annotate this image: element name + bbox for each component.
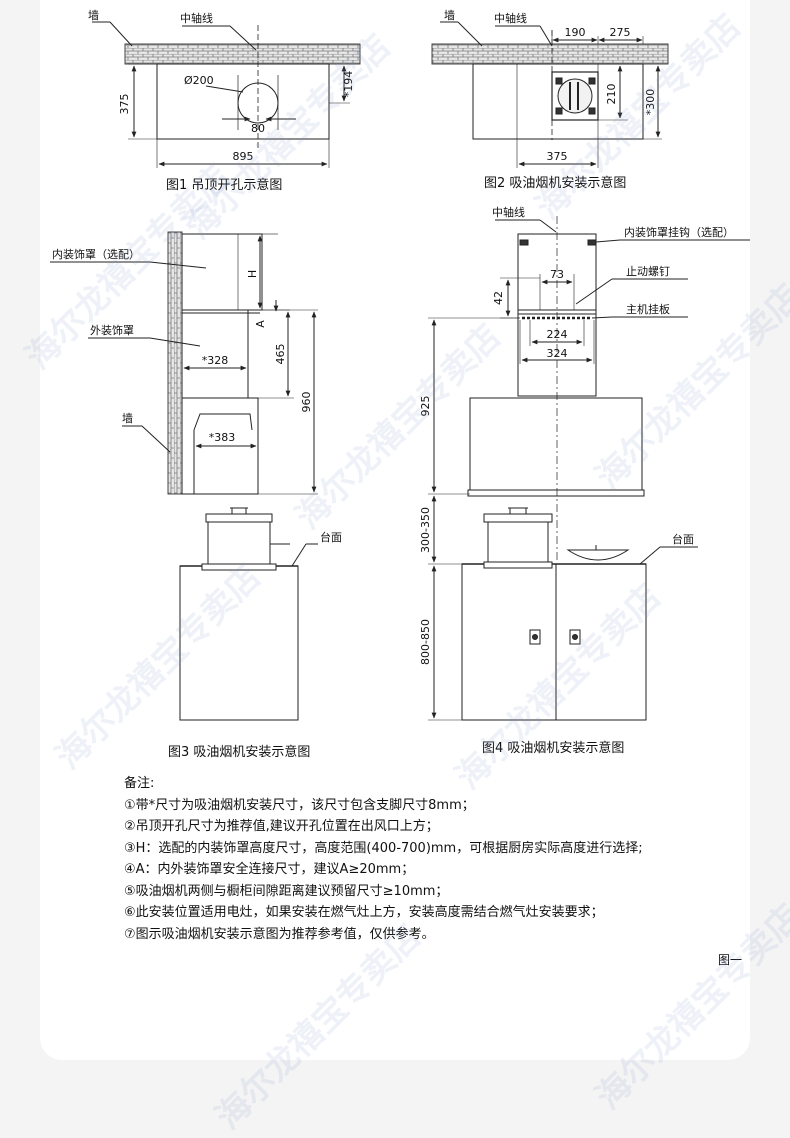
f3-outer-cover-label: 外装饰罩 — [90, 323, 134, 337]
note-item: ⑥此安装位置适用电灶，如果安装在燃气灶上方，安装高度需结合燃气灶安装要求； — [124, 905, 604, 920]
f2-wall-label: 墙 — [444, 8, 455, 22]
figure-4-front-view — [428, 216, 750, 721]
note-item: ②吊顶开孔尺寸为推荐值,建议开孔位置在出风口上方； — [124, 819, 439, 834]
figure-2-top-view — [431, 21, 669, 168]
f4-inner-hook-label: 内装饰罩挂钩（选配） — [624, 225, 734, 239]
note-item: ⑦图示吸油烟机安装示意图为推荐参考值，仅供参考。 — [124, 926, 435, 942]
f2-dim-275: 275 — [610, 26, 631, 39]
f2-dim-375: 375 — [547, 150, 568, 163]
f4-dim-224: 224 — [547, 328, 568, 341]
figure-1-ceiling-hole — [92, 21, 361, 168]
f3-dim-960: 960 — [300, 392, 313, 413]
figure-3-side-view — [50, 231, 318, 721]
figure-1-caption: 图1 吊顶开孔示意图 — [166, 178, 283, 193]
f3-inner-cover-label: 内装饰罩（选配） — [52, 247, 140, 261]
note-item: ⑤吸油烟机两侧与橱柜间隙距离建议预留尺寸≥10mm； — [124, 883, 449, 899]
f4-dim-300-350: 300-350 — [419, 507, 432, 553]
figure-reference: 图一 — [718, 953, 743, 967]
f1-dim-80: 80 — [251, 122, 265, 135]
notes-title: 备注: — [124, 776, 155, 791]
f3-dim-383: *383 — [209, 431, 236, 444]
notes-section: 备注: ①带*尺寸为吸油烟机安装尺寸，该尺寸包含支脚尺寸8mm； ②吊顶开孔尺寸… — [124, 773, 684, 945]
f3-dim-328: *328 — [202, 354, 229, 367]
f4-dim-42: 42 — [492, 291, 505, 305]
note-item: ①带*尺寸为吸油烟机安装尺寸，该尺寸包含支脚尺寸8mm； — [124, 797, 475, 813]
note-item: ③H：选配的内装饰罩高度尺寸，高度范围(400-700)mm，可根据厨房实际高度… — [124, 840, 643, 856]
f1-dim-375: 375 — [118, 94, 131, 115]
f2-dim-300: *300 — [644, 89, 657, 116]
f2-dim-190: 190 — [565, 26, 586, 39]
f4-dim-925: 925 — [419, 396, 432, 417]
f3-wall-label: 墙 — [122, 411, 133, 425]
note-item: ④A：内外装饰罩安全连接尺寸，建议A≥20mm； — [124, 862, 415, 877]
f4-countertop-label: 台面 — [672, 532, 694, 546]
f4-dim-800-850: 800-850 — [419, 619, 432, 665]
f1-center-axis-label: 中轴线 — [180, 11, 213, 25]
f1-dim-194: *194 — [342, 71, 355, 98]
figure-2-caption: 图2 吸油烟机安装示意图 — [484, 176, 627, 191]
f1-wall-label: 墙 — [88, 8, 99, 22]
f4-dim-324: 324 — [547, 347, 568, 360]
f3-dim-H: H — [246, 270, 259, 278]
f1-dim-895: 895 — [233, 150, 254, 163]
f2-center-axis-label: 中轴线 — [494, 11, 527, 25]
f4-dim-73: 73 — [550, 268, 564, 281]
figure-3-caption: 图3 吸油烟机安装示意图 — [168, 745, 311, 760]
f1-dim-diameter: Ø200 — [184, 74, 214, 87]
f3-dim-465: 465 — [274, 344, 287, 365]
f4-stop-screw-label: 止动螺钉 — [626, 265, 670, 278]
f2-dim-210: 210 — [605, 84, 618, 105]
content-card — [40, 0, 750, 1060]
f4-main-plate-label: 主机挂板 — [626, 302, 670, 316]
figure-4-caption: 图4 吸油烟机安装示意图 — [482, 741, 625, 756]
f3-dim-A: A — [254, 320, 267, 328]
f3-countertop-label: 台面 — [320, 530, 342, 544]
f4-center-axis-label: 中轴线 — [492, 205, 525, 219]
installation-drawings: 墙 中轴线 Ø200 375 *194 80 895 墙 中轴线 190 275… — [50, 8, 750, 721]
